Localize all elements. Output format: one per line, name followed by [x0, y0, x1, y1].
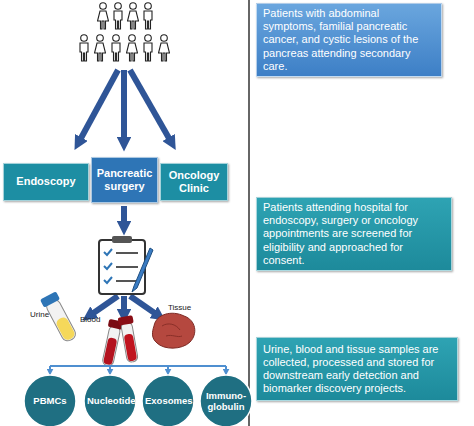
node-text: Patients attending hospital for endoscop…: [263, 201, 445, 267]
description-panel: Urine, blood and tissue samples are coll…: [256, 337, 458, 401]
node-text: Patients with abdominal symptoms, famili…: [263, 7, 435, 73]
column-divider: [248, 0, 250, 426]
sample-circle: Exosomes: [141, 374, 195, 426]
clipboard-icon: [99, 236, 153, 294]
node-text: Pancreatic surgery: [96, 167, 153, 193]
node-text: Urine, blood and tissue samples are coll…: [263, 343, 451, 396]
sample-circle: Immuno-globulin: [199, 374, 253, 426]
sample-circle: Nucleotide: [83, 374, 137, 426]
sample-label: Tissue: [168, 303, 191, 312]
node-text: Nucleotide: [87, 395, 133, 406]
tissue-sample: [152, 313, 194, 348]
clinic-box: Oncology Clinic: [160, 163, 228, 201]
node-text: Immuno-globulin: [203, 390, 249, 413]
description-panel: Patients with abdominal symptoms, famili…: [256, 3, 442, 77]
blood-tubes: [100, 315, 141, 367]
sample-circle: PBMCs: [23, 374, 77, 426]
sample-label: Blood: [80, 315, 100, 324]
flow-arrows: [80, 70, 170, 314]
description-panel: Patients attending hospital for endoscop…: [256, 197, 452, 271]
split-bracket: [50, 366, 226, 370]
people-icon: [80, 3, 170, 61]
clinic-box: Endoscopy: [3, 163, 89, 201]
node-text: Exosomes: [145, 395, 191, 406]
clinic-box: Pancreatic surgery: [91, 157, 158, 203]
node-text: Endoscopy: [8, 175, 84, 188]
sample-label: Urine: [30, 310, 49, 319]
node-text: PBMCs: [27, 395, 73, 406]
node-text: Oncology Clinic: [165, 169, 223, 195]
